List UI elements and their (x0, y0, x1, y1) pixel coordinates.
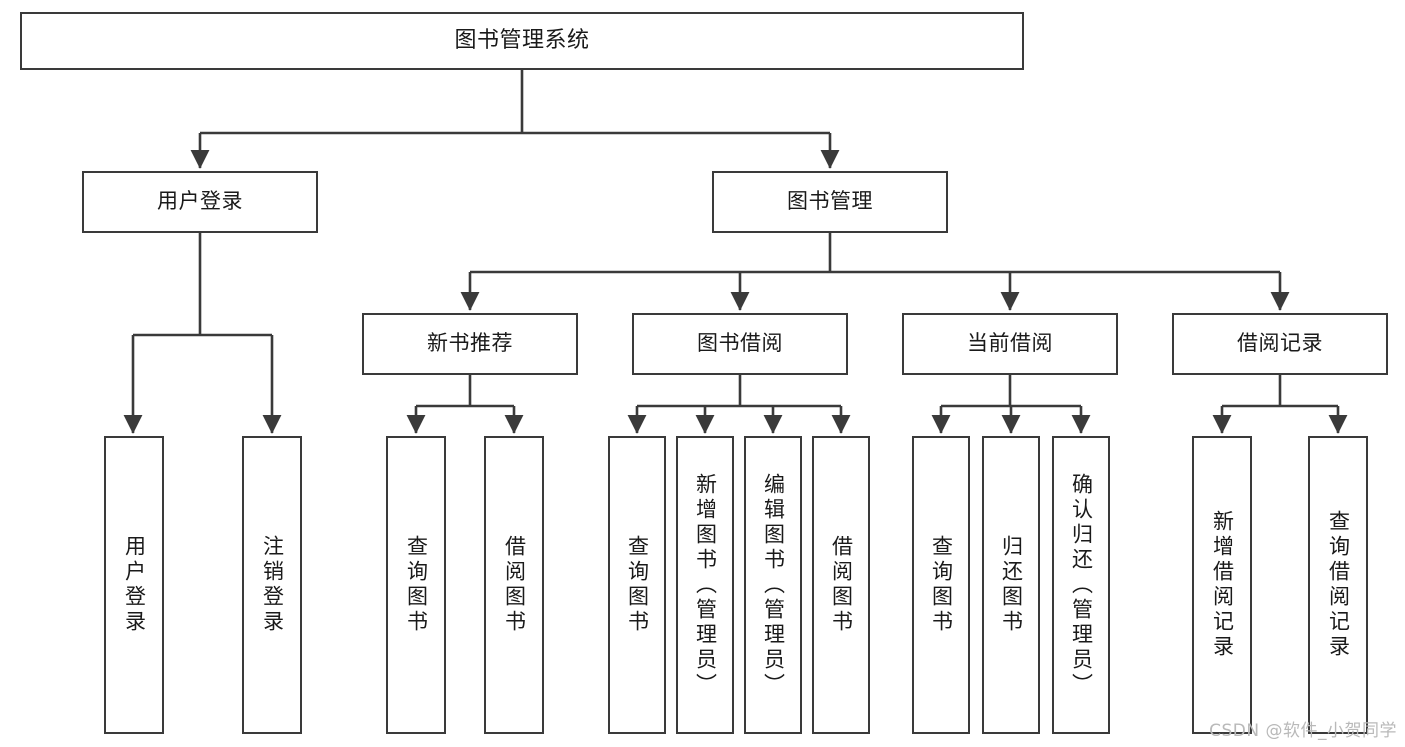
node-leaf-add-book-label: 新增图书（管理员） (693, 472, 718, 698)
node-leaf-borrow-book-label: 借阅图书 (829, 535, 854, 635)
node-book-borrow[interactable]: 图书借阅 (632, 313, 848, 375)
node-borrow-record[interactable]: 借阅记录 (1172, 313, 1388, 375)
node-new-book-recommend-label: 新书推荐 (427, 331, 513, 356)
node-leaf-query-book-borrow-label: 查询图书 (625, 535, 650, 635)
node-leaf-borrow-book-rec[interactable]: 借阅图书 (484, 436, 544, 734)
node-leaf-query-book-current[interactable]: 查询图书 (912, 436, 970, 734)
node-leaf-edit-book[interactable]: 编辑图书（管理员） (744, 436, 802, 734)
node-current-borrow[interactable]: 当前借阅 (902, 313, 1118, 375)
node-book-management-label: 图书管理 (787, 189, 873, 214)
node-leaf-query-book-current-label: 查询图书 (929, 535, 954, 635)
node-leaf-borrow-book[interactable]: 借阅图书 (812, 436, 870, 734)
node-leaf-user-login[interactable]: 用户登录 (104, 436, 164, 734)
node-leaf-return-book[interactable]: 归还图书 (982, 436, 1040, 734)
node-leaf-user-logout-label: 注销登录 (260, 535, 285, 635)
node-user-login-label: 用户登录 (157, 189, 243, 214)
node-borrow-record-label: 借阅记录 (1237, 331, 1323, 356)
node-leaf-edit-book-label: 编辑图书（管理员） (761, 472, 786, 698)
node-leaf-query-borrow-record-label: 查询借阅记录 (1326, 510, 1351, 660)
csdn-watermark: CSDN @软件_小贺同学 (1209, 721, 1397, 741)
node-root[interactable]: 图书管理系统 (20, 12, 1024, 70)
node-leaf-query-borrow-record[interactable]: 查询借阅记录 (1308, 436, 1368, 734)
node-current-borrow-label: 当前借阅 (967, 331, 1053, 356)
node-new-book-recommend[interactable]: 新书推荐 (362, 313, 578, 375)
node-user-login[interactable]: 用户登录 (82, 171, 318, 233)
node-leaf-confirm-return-label: 确认归还（管理员） (1069, 472, 1094, 698)
node-leaf-user-login-label: 用户登录 (122, 535, 147, 635)
node-leaf-confirm-return[interactable]: 确认归还（管理员） (1052, 436, 1110, 734)
node-leaf-add-borrow-record-label: 新增借阅记录 (1210, 510, 1235, 660)
node-book-borrow-label: 图书借阅 (697, 331, 783, 356)
node-root-label: 图书管理系统 (454, 28, 590, 54)
node-leaf-add-borrow-record[interactable]: 新增借阅记录 (1192, 436, 1252, 734)
node-leaf-return-book-label: 归还图书 (999, 535, 1024, 635)
node-leaf-query-book-rec[interactable]: 查询图书 (386, 436, 446, 734)
node-leaf-query-book-rec-label: 查询图书 (404, 535, 429, 635)
node-leaf-query-book-borrow[interactable]: 查询图书 (608, 436, 666, 734)
node-book-management[interactable]: 图书管理 (712, 171, 948, 233)
node-leaf-add-book[interactable]: 新增图书（管理员） (676, 436, 734, 734)
node-leaf-user-logout[interactable]: 注销登录 (242, 436, 302, 734)
node-leaf-borrow-book-rec-label: 借阅图书 (502, 535, 527, 635)
